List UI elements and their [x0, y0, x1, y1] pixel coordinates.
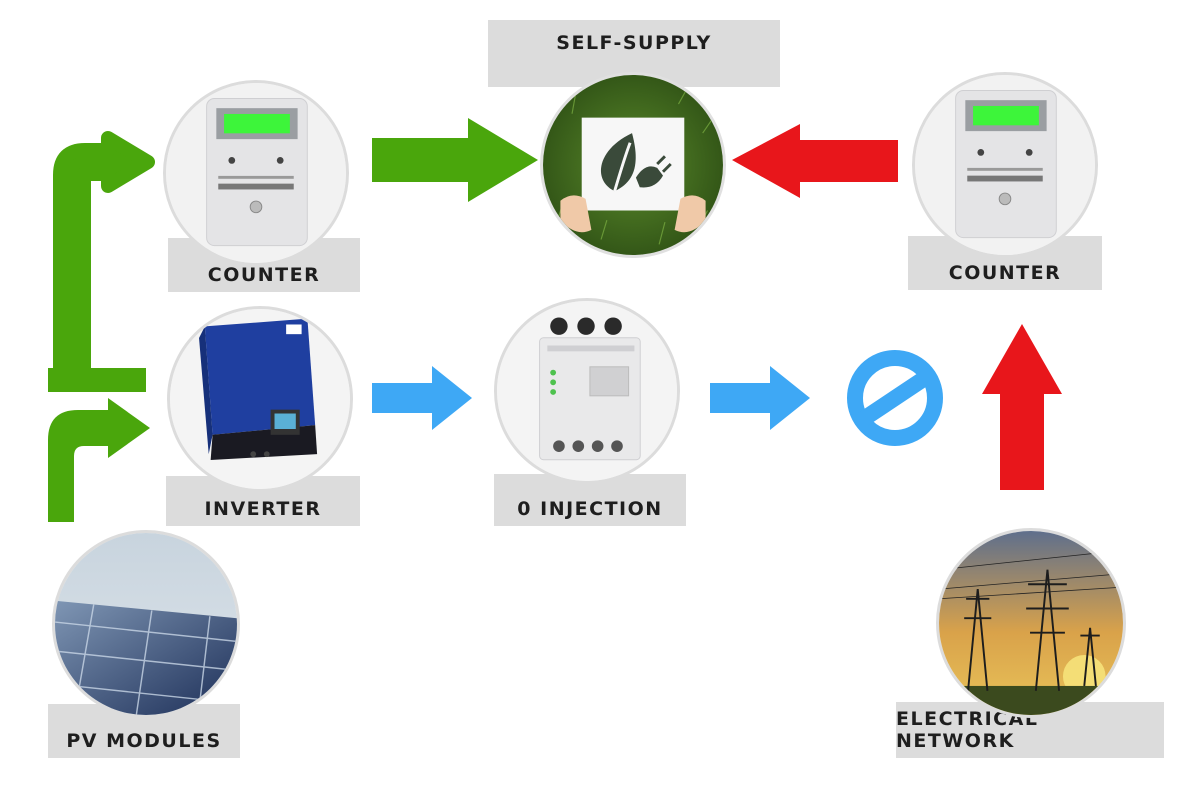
red-arrow-network-to-counter	[982, 324, 1062, 490]
self-supply-circle	[540, 72, 726, 258]
pv-modules-text: PV MODULES	[66, 730, 222, 752]
zero-injection-circle	[494, 298, 680, 484]
green-arrow-counter-to-self-supply	[372, 118, 538, 202]
inverter-circle	[167, 306, 353, 492]
energy-manager-icon	[497, 301, 677, 481]
pv-modules-circle	[52, 530, 240, 718]
counter-left-text: COUNTER	[207, 264, 321, 286]
leaf-plug-icon	[543, 75, 723, 255]
electrical-network-circle	[936, 528, 1126, 718]
self-supply-text: SELF-SUPPLY	[556, 32, 712, 54]
counter-left-circle	[163, 80, 349, 266]
solar-panel-icon	[55, 533, 237, 715]
blue-arrow-inverter-to-injection	[372, 366, 472, 430]
green-connector-base	[48, 368, 146, 392]
green-arrow-pv-to-inverter	[48, 398, 150, 522]
green-arrow-inverter-to-counter	[53, 131, 155, 389]
counter-right-text: COUNTER	[948, 262, 1062, 284]
counter-right-circle	[912, 72, 1098, 258]
solar-inverter-icon	[170, 309, 350, 489]
inverter-text: INVERTER	[204, 498, 322, 520]
red-arrow-counter-to-self-supply	[732, 124, 898, 198]
electric-meter-icon	[166, 83, 346, 263]
power-tower-icon	[939, 531, 1123, 715]
blue-arrow-injection-to-block	[710, 366, 810, 430]
prohibited-icon	[847, 350, 943, 446]
electric-meter-icon	[915, 75, 1095, 255]
zero-injection-text: 0 INJECTION	[517, 498, 663, 520]
